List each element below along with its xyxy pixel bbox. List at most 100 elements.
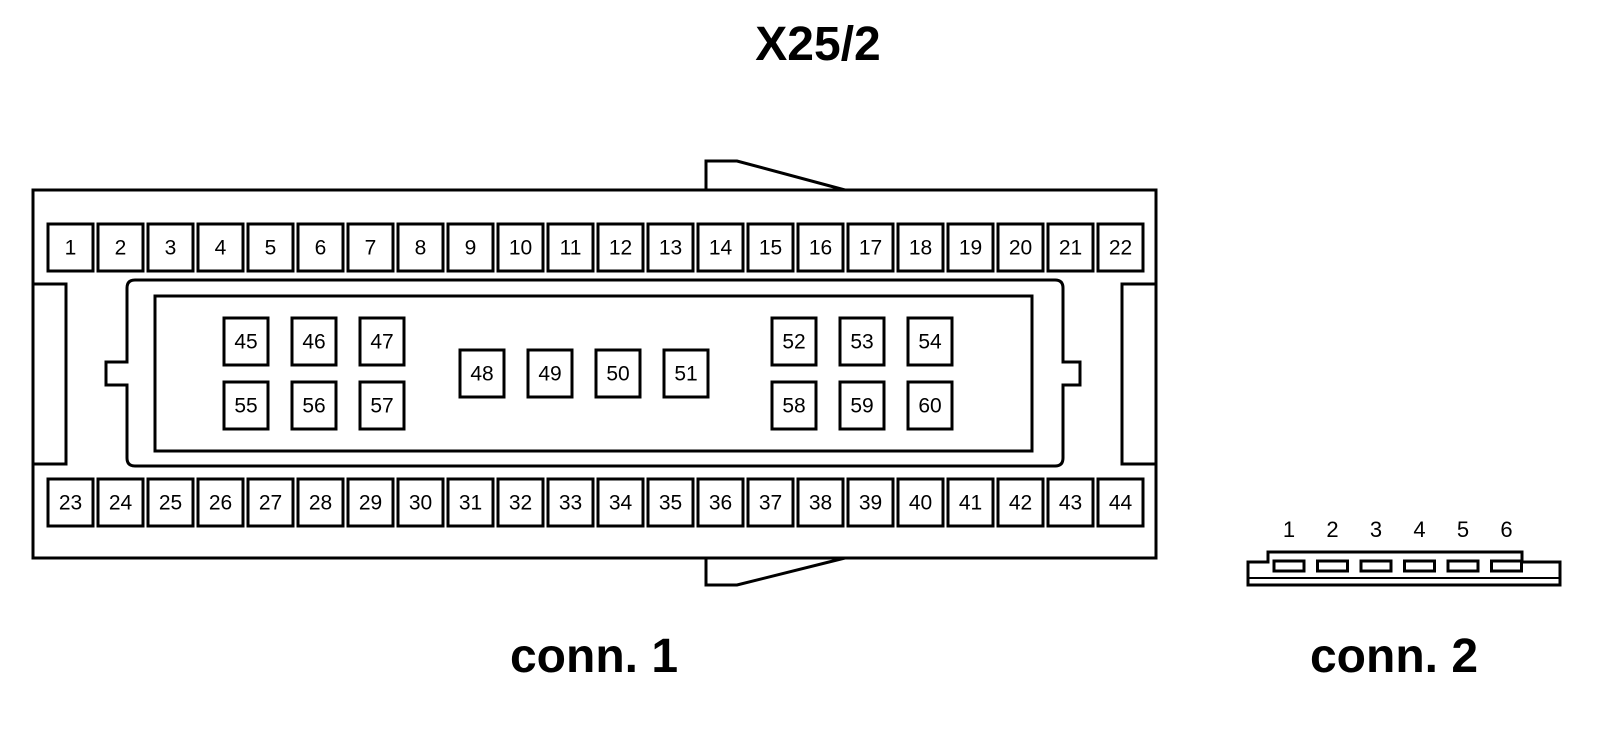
pin-label: 28 <box>309 492 332 515</box>
pin-label: 10 <box>509 237 532 260</box>
top-latch <box>704 159 846 192</box>
pin-label: 47 <box>370 331 393 354</box>
pin-8: 8 <box>396 222 445 273</box>
pin-label: 45 <box>234 331 257 354</box>
pin-30: 30 <box>396 477 445 528</box>
pin-label: 59 <box>850 395 873 418</box>
pin-37: 37 <box>746 477 795 528</box>
pin-label: 21 <box>1059 237 1082 260</box>
pin-label: 35 <box>659 492 682 515</box>
pin-11: 11 <box>546 222 595 273</box>
conn2-pin-label: 3 <box>1370 517 1382 542</box>
pin-label: 49 <box>538 363 561 386</box>
pin-7: 7 <box>346 222 395 273</box>
pin-24: 24 <box>96 477 145 528</box>
pin-label: 26 <box>209 492 232 515</box>
pin-13: 13 <box>646 222 695 273</box>
pin-label: 12 <box>609 237 632 260</box>
pin-4: 4 <box>196 222 245 273</box>
pin-47: 47 <box>358 316 406 367</box>
pin-label: 25 <box>159 492 182 515</box>
pin-51: 51 <box>662 348 710 399</box>
pin-label: 18 <box>909 237 932 260</box>
pin-53: 53 <box>838 316 886 367</box>
pin-9: 9 <box>446 222 495 273</box>
conn2-pin-label: 1 <box>1283 517 1295 542</box>
connector-2 <box>1246 550 1562 587</box>
pin-label: 60 <box>918 395 941 418</box>
pin-label: 14 <box>709 237 733 260</box>
pin-label: 41 <box>959 492 982 515</box>
left-side-slot <box>31 282 68 466</box>
pin-21: 21 <box>1046 222 1095 273</box>
pin-45: 45 <box>222 316 270 367</box>
pin-54: 54 <box>906 316 954 367</box>
pin-label: 1 <box>65 237 77 260</box>
conn2-pin-label: 4 <box>1413 517 1425 542</box>
pin-label: 17 <box>859 237 882 260</box>
pin-label: 53 <box>850 331 873 354</box>
pin-46: 46 <box>290 316 338 367</box>
pin-12: 12 <box>596 222 645 273</box>
pin-59: 59 <box>838 380 886 431</box>
pin-label: 5 <box>265 237 277 260</box>
pin-label: 9 <box>465 237 477 260</box>
pin-34: 34 <box>596 477 645 528</box>
pin-label: 40 <box>909 492 932 515</box>
pin-label: 51 <box>674 363 697 386</box>
pin-label: 3 <box>165 237 177 260</box>
pin-label: 4 <box>215 237 227 260</box>
pin-1: 1 <box>46 222 95 273</box>
pin-32: 32 <box>496 477 545 528</box>
pin-41: 41 <box>946 477 995 528</box>
pin-label: 42 <box>1009 492 1032 515</box>
pin-label: 23 <box>59 492 82 515</box>
pin-label: 16 <box>809 237 832 260</box>
pin-31: 31 <box>446 477 495 528</box>
pin-14: 14 <box>696 222 745 273</box>
pin-26: 26 <box>196 477 245 528</box>
pin-label: 30 <box>409 492 432 515</box>
pin-39: 39 <box>846 477 895 528</box>
pin-5: 5 <box>246 222 295 273</box>
pin-42: 42 <box>996 477 1045 528</box>
pin-label: 15 <box>759 237 782 260</box>
pin-label: 48 <box>470 363 493 386</box>
pin-44: 44 <box>1096 477 1145 528</box>
pin-22: 22 <box>1096 222 1145 273</box>
conn2-pin-3: 3 <box>1359 517 1393 573</box>
pin-label: 20 <box>1009 237 1032 260</box>
pin-19: 19 <box>946 222 995 273</box>
pin-38: 38 <box>796 477 845 528</box>
pin-label: 8 <box>415 237 427 260</box>
pin-36: 36 <box>696 477 745 528</box>
conn2-pin-5: 5 <box>1446 517 1480 573</box>
pin-33: 33 <box>546 477 595 528</box>
pin-label: 31 <box>459 492 482 515</box>
inner-cavity <box>153 294 1034 453</box>
pin-2: 2 <box>96 222 145 273</box>
pin-3: 3 <box>146 222 195 273</box>
right-side-slot <box>1120 282 1158 466</box>
pin-6: 6 <box>296 222 345 273</box>
conn2-pin-label: 5 <box>1457 517 1469 542</box>
pin-10: 10 <box>496 222 545 273</box>
pin-label: 7 <box>365 237 377 260</box>
pin-label: 6 <box>315 237 327 260</box>
pin-56: 56 <box>290 380 338 431</box>
conn2-pin-1: 1 <box>1272 517 1306 573</box>
pin-60: 60 <box>906 380 954 431</box>
pin-55: 55 <box>222 380 270 431</box>
pin-35: 35 <box>646 477 695 528</box>
pin-label: 2 <box>115 237 127 260</box>
pin-label: 56 <box>302 395 325 418</box>
conn2-pin-label: 2 <box>1326 517 1338 542</box>
pin-52: 52 <box>770 316 818 367</box>
connector-2-pins: 1 2 3 4 5 6 <box>1272 517 1523 573</box>
pin-label: 22 <box>1109 237 1132 260</box>
pin-29: 29 <box>346 477 395 528</box>
pin-20: 20 <box>996 222 1045 273</box>
conn2-pin-label: 6 <box>1500 517 1512 542</box>
